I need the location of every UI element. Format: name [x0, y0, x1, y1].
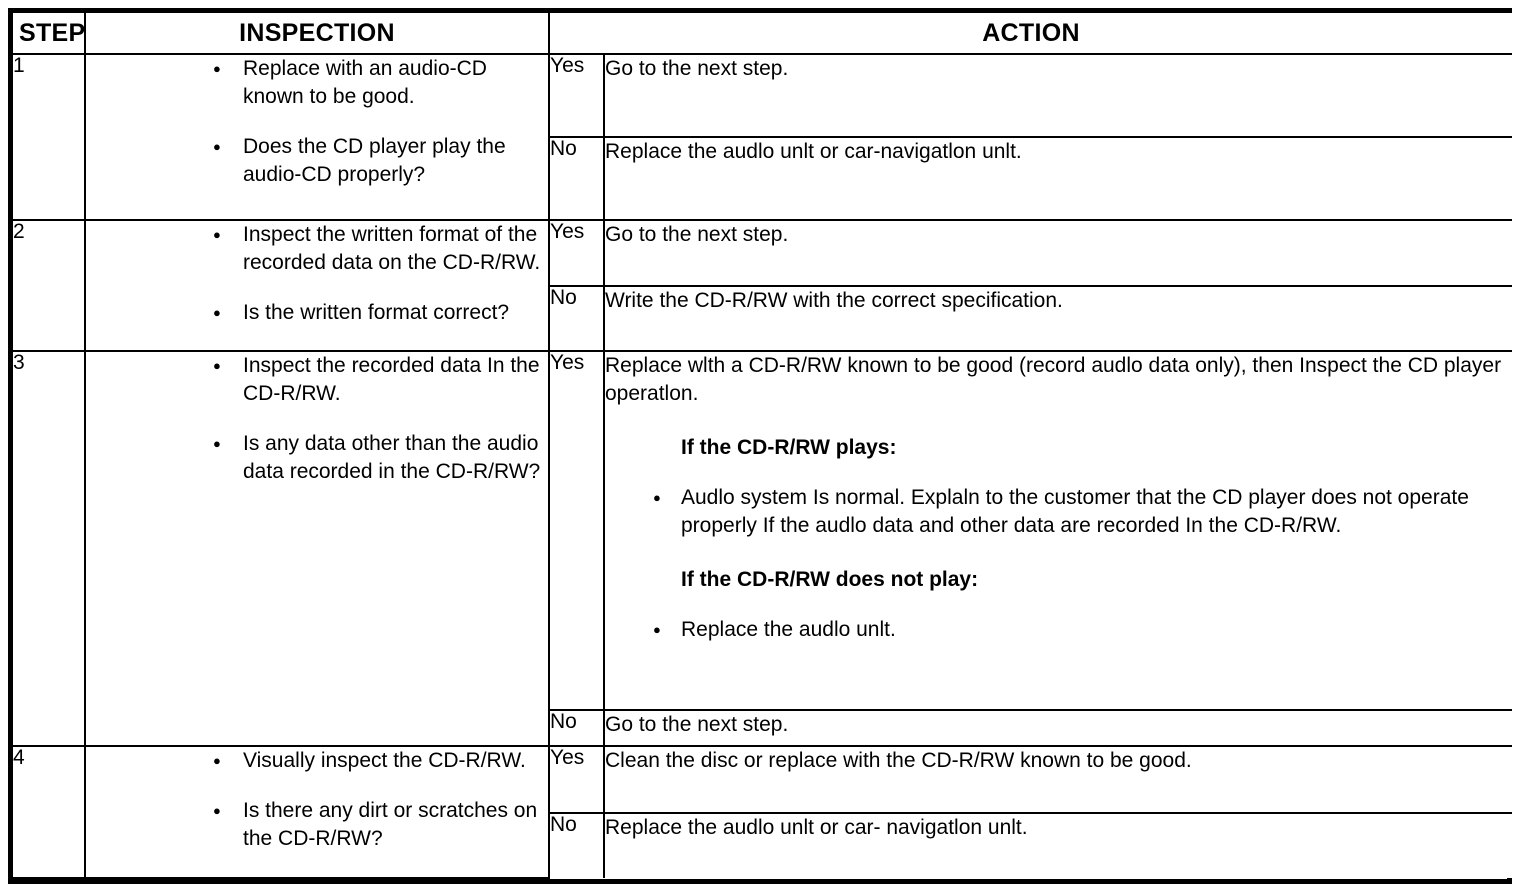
action-text: Replace the audlo unlt or car-navigatlon…: [605, 139, 1022, 163]
step-number: 3: [13, 350, 86, 748]
action-cell: Write the CD-R/RW with the correct speci…: [602, 284, 1513, 353]
list-item: Is there any dirt or scratches on the CD…: [86, 797, 548, 853]
troubleshooting-table: STEP INSPECTION ACTION 1 Replace with an…: [13, 13, 1513, 879]
answer-label-yes: Yes: [548, 218, 605, 287]
answer-label-yes: Yes: [548, 350, 605, 711]
action-cell: Go to the next step.: [602, 53, 1513, 138]
table-row: 1 Replace with an audio-CD known to be g…: [13, 53, 1513, 221]
list-item: Inspect the recorded data In the CD-R/RW…: [86, 352, 548, 408]
action-text: Clean the disc or replace with the CD-R/…: [605, 749, 1192, 773]
step-number: 2: [13, 218, 86, 353]
action-bullet-list-not-plays: Replace the audlo unlt.: [605, 616, 1512, 644]
action-cell: Replace wlth a CD-R/RW known to be good …: [602, 350, 1513, 711]
action-text: Replace wlth a CD-R/RW known to be good …: [605, 354, 1502, 406]
list-item: Is the written format correct?: [86, 299, 548, 327]
step-number: 4: [13, 745, 86, 879]
action-text: Go to the next step.: [605, 222, 789, 246]
table-row: No Write the CD-R/RW with the correct sp…: [13, 284, 1513, 353]
action-cell: Replace the audlo unlt or car-navigatlon…: [602, 135, 1513, 221]
inspection-bullet-list: Replace with an audio-CD known to be goo…: [86, 55, 548, 189]
inspection-cell: Visually inspect the CD-R/RW. Is there a…: [84, 745, 550, 879]
action-text: Go to the next step.: [605, 57, 789, 80]
table-row: No Replace the audlo unlt or car- naviga…: [13, 812, 1513, 878]
table-row: 2 Inspect the written format of the reco…: [13, 218, 1513, 353]
list-item: Audlo system Is normal. Explaln to the c…: [605, 484, 1512, 540]
action-subheading-plays: If the CD-R/RW plays:: [681, 436, 897, 460]
action-text: Replace the audlo unlt or car- navigatlo…: [605, 816, 1028, 840]
action-bullet-list-plays: Audlo system Is normal. Explaln to the c…: [605, 484, 1512, 540]
table-header-row: STEP INSPECTION ACTION: [13, 13, 1513, 55]
answer-label-no: No: [549, 708, 605, 748]
troubleshooting-table-wrapper: STEP INSPECTION ACTION 1 Replace with an…: [8, 8, 1513, 884]
table-row: No Replace the audlo unlt or car-navigat…: [13, 135, 1513, 221]
list-item: Does the CD player play the audio-CD pro…: [86, 133, 548, 189]
action-text: Go to the next step.: [605, 712, 789, 736]
table-row: 4 Visually inspect the CD-R/RW. Is there…: [13, 745, 1513, 879]
action-cell: Go to the next step.: [602, 708, 1513, 748]
list-item: Visually inspect the CD-R/RW.: [86, 747, 548, 775]
answer-label-no: No: [549, 135, 605, 221]
answer-label-yes: Yes: [548, 745, 605, 815]
action-cell: Go to the next step.: [602, 218, 1513, 287]
action-cell: Replace the audlo unlt or car- navigatlo…: [602, 812, 1513, 878]
answer-label-yes: Yes: [548, 53, 605, 138]
list-item: Is any data other than the audio data re…: [86, 430, 548, 486]
list-item: Inspect the written format of the record…: [86, 221, 548, 277]
action-cell: Clean the disc or replace with the CD-R/…: [602, 745, 1513, 815]
inspection-bullet-list: Inspect the recorded data In the CD-R/RW…: [86, 352, 548, 486]
header-action: ACTION: [547, 13, 1513, 55]
inspection-bullet-list: Visually inspect the CD-R/RW. Is there a…: [86, 747, 548, 853]
inspection-cell: Inspect the recorded data In the CD-R/RW…: [84, 350, 550, 748]
table-row: 3 Inspect the recorded data In the CD-R/…: [13, 350, 1513, 748]
step-number: 1: [13, 53, 86, 221]
list-item: Replace the audlo unlt.: [605, 616, 1512, 644]
list-item: Replace with an audio-CD known to be goo…: [86, 55, 548, 111]
answer-label-no: No: [549, 284, 605, 353]
header-inspection: INSPECTION: [84, 13, 550, 55]
header-step: STEP: [13, 13, 86, 55]
answer-label-no: No: [549, 812, 605, 878]
inspection-cell: Replace with an audio-CD known to be goo…: [84, 53, 550, 221]
action-text: Write the CD-R/RW with the correct speci…: [605, 288, 1063, 312]
inspection-cell: Inspect the written format of the record…: [84, 218, 550, 353]
inspection-bullet-list: Inspect the written format of the record…: [86, 221, 548, 327]
action-subheading-not-plays: If the CD-R/RW does not play:: [681, 568, 979, 592]
table-row: No Go to the next step.: [13, 708, 1513, 748]
